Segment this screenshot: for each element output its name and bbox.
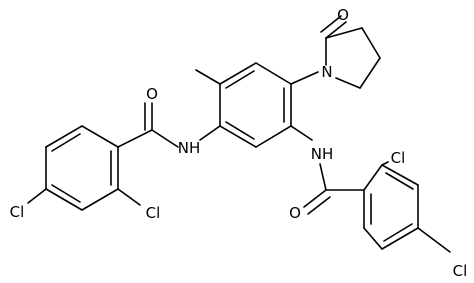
bond-right-5 [363,227,383,250]
bond-right-cl-para [417,227,451,253]
bond-left-5-inner [51,133,81,152]
bond-pyr-1 [325,27,363,39]
bond-left-cl-para [27,188,47,204]
bond-methyl [195,69,221,85]
bond-right-1 [363,164,383,191]
bond-pyr-4 [335,77,361,89]
bond-left-3 [45,188,83,211]
bond-right-4 [381,227,419,250]
bond-left-cl-ortho [117,188,141,206]
atom-n-pyrrolidine: N [321,63,332,81]
bond-left-6 [81,125,119,148]
bond-carbonyl-o-double [320,15,342,33]
bond-pyr-2 [361,27,381,59]
bond-ring-to-nh-left [199,125,221,141]
atom-o-ketone: O [337,6,349,24]
atom-o-right: O [289,204,301,222]
bond-central-6 [219,62,257,85]
bond-right-carbonyl-o-double [307,196,331,215]
atom-labels: O N NH O Cl Cl NH O Cl Cl [10,6,468,280]
bond-left-3-inner [51,184,81,203]
atom-nh-left: NH [178,139,201,157]
bond-central-6-inner [225,70,255,89]
atom-cl-right-ortho: Cl [391,149,406,167]
atom-nh-right: NH [311,145,334,163]
bond-right-2-inner [385,172,414,190]
bond-nh-left-carbonyl [151,129,179,148]
atom-cl-left-para: Cl [10,203,25,221]
bond-right-cl-ortho [381,161,389,166]
bond-ring-to-nh-right [290,125,313,141]
bond-nh-right-carbonyl [319,163,327,191]
bond-left-5 [45,125,83,148]
bond-pyr-3 [359,57,381,89]
atom-cl-left-ortho: Cl [146,204,161,222]
atom-o-left: O [146,85,158,103]
bond-right-2 [381,164,419,186]
bonds [27,15,451,253]
bond-central-3 [255,125,292,148]
bond-left-2 [81,188,119,211]
bond-central-4-inner [225,121,255,140]
bond-central-4 [219,125,257,148]
bond-right-4-inner [383,223,413,242]
bond-right-carbonyl-o [303,189,327,208]
bond-central-1 [255,62,292,85]
bond-carbonyl-o [325,21,347,39]
bond-ring-to-n [290,71,319,85]
bond-left-carbonyl-ring [117,129,153,148]
atom-cl-right-para: Cl [453,262,468,280]
